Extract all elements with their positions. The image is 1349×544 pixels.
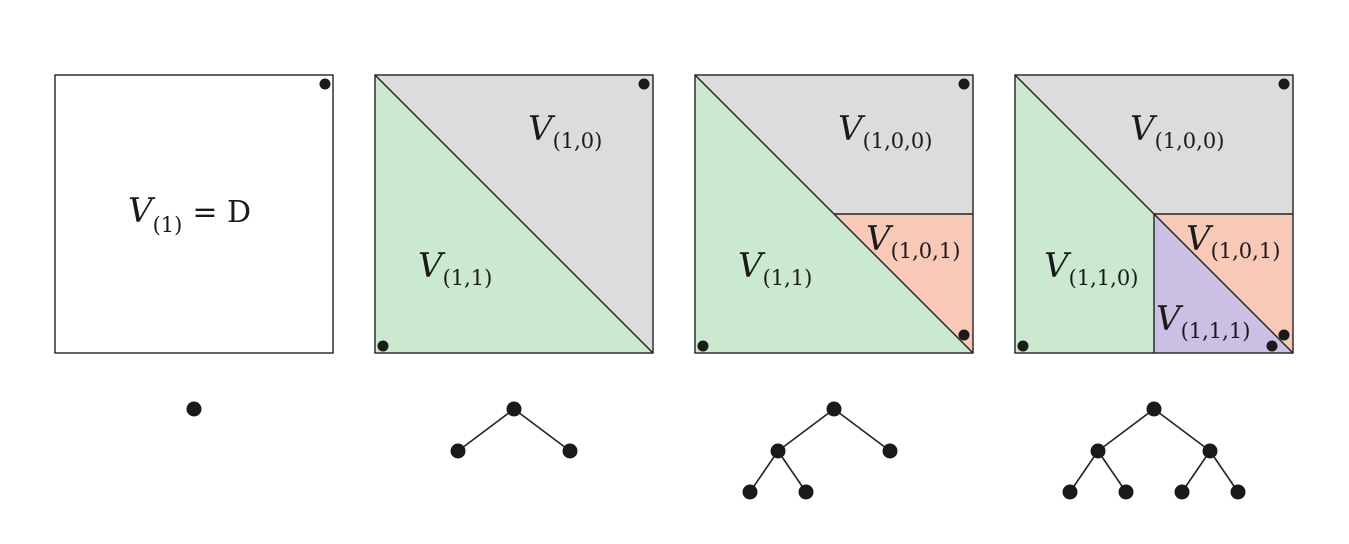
label-v11: V(1,1) [418, 246, 492, 290]
sample-point [377, 340, 389, 352]
label-v11: V(1,1) [738, 246, 812, 290]
label-v101: V(1,0,1) [1186, 219, 1280, 263]
tree-node-root [186, 401, 202, 417]
tree-edge [777, 450, 807, 493]
tree-node-leaf [1230, 484, 1246, 500]
region-v1 [54, 74, 334, 354]
panel-1: V(1) = D [54, 74, 334, 354]
tree-edge [777, 408, 835, 452]
label-v1-sub: (1) [153, 213, 183, 237]
tree-node-root [506, 401, 522, 417]
sample-point [958, 78, 970, 90]
tree-node-leaf [1174, 484, 1190, 500]
tree-edge [457, 408, 515, 452]
tree-node-root [1146, 401, 1162, 417]
tree-node-leaf [1062, 484, 1078, 500]
tree-edge [1181, 450, 1211, 493]
tree-node-internal [770, 443, 786, 459]
tree-node-leaf [562, 443, 578, 459]
tree-edge [1097, 450, 1127, 493]
tree-node-leaf [798, 484, 814, 500]
panel-3: V(1,0,0) V(1,0,1) V(1,1) [694, 74, 974, 354]
tree-2 [450, 401, 578, 459]
label-v101: V(1,0,1) [866, 219, 960, 263]
panel-2: V(1,0) V(1,1) [374, 74, 654, 354]
sample-point [1266, 340, 1278, 352]
label-v111: V(1,1,1) [1156, 299, 1250, 343]
panel-4-border [1014, 74, 1294, 354]
tree-4 [1062, 401, 1246, 500]
sample-point [958, 329, 970, 341]
region-v100 [695, 75, 973, 214]
sample-point [638, 78, 650, 90]
tree-node-internal [1090, 443, 1106, 459]
tree-node-leaf [742, 484, 758, 500]
region-v110 [1015, 75, 1154, 353]
sample-point [319, 78, 331, 90]
tree-edge [1153, 408, 1211, 452]
sample-point [1278, 78, 1290, 90]
tree-edge [1097, 408, 1155, 452]
tree-edge [833, 408, 891, 452]
panel-4: V(1,0,0) V(1,0,1) V(1,1,0) V(1,1,1) [1014, 74, 1294, 354]
label-v1-cal: V [128, 191, 156, 231]
label-v100: V(1,0,0) [1130, 109, 1224, 153]
tree-1 [186, 401, 202, 417]
tree-node-root [826, 401, 842, 417]
sample-point [697, 340, 709, 352]
label-v10: V(1,0) [528, 109, 602, 153]
sample-point [1017, 340, 1029, 352]
tree-edge [1209, 450, 1239, 493]
tree-node-leaf [1118, 484, 1134, 500]
tree-node-leaf [882, 443, 898, 459]
label-v100: V(1,0,0) [838, 109, 932, 153]
panel-2-border [374, 74, 654, 354]
split-diagonal [374, 74, 654, 354]
tree-edge [513, 408, 571, 452]
tree-edge [1069, 450, 1099, 493]
tree-3 [742, 401, 898, 500]
tree-node-leaf [450, 443, 466, 459]
sample-point [1278, 329, 1290, 341]
region-v100 [1015, 75, 1293, 214]
tree-node-internal [1202, 443, 1218, 459]
tree-edge [749, 450, 779, 493]
label-v1: V(1) = D [128, 191, 251, 237]
label-v110: V(1,1,0) [1044, 246, 1138, 290]
panel-3-border [694, 74, 974, 354]
label-v1-suffix: = D [192, 195, 251, 230]
